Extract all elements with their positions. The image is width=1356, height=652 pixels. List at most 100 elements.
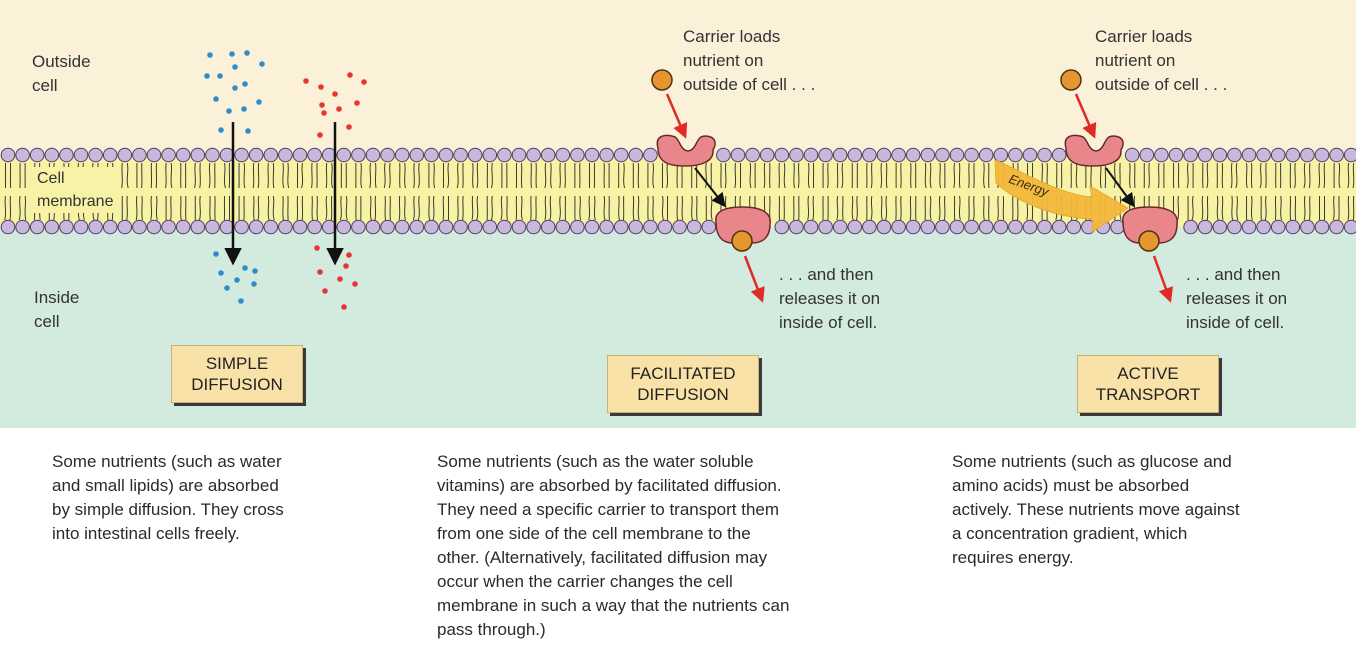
lipid-tail (506, 195, 508, 221)
lipid-tail (836, 195, 839, 221)
lipid-tail (1075, 162, 1078, 189)
inside-cell-label: Inside cell (34, 288, 80, 331)
lipid-tail (199, 162, 201, 189)
facilitated-diffusion-caption: Some nutrients (such as the water solubl… (437, 452, 790, 639)
lipid-tail (223, 162, 226, 189)
blue-molecule (217, 73, 223, 79)
lipid-tail (1221, 195, 1224, 221)
carrier-move-arrow (1105, 167, 1135, 208)
phospholipid-head (1183, 147, 1198, 163)
phospholipid-head (964, 147, 979, 163)
lipid-tail (827, 162, 829, 189)
lipid-tail (369, 195, 372, 221)
lipid-tail (559, 162, 561, 189)
phospholipid-head (745, 147, 760, 163)
lipid-tail (383, 162, 386, 189)
blue-molecule (241, 106, 247, 112)
phospholipid-head (409, 147, 425, 163)
blue-molecules (204, 50, 265, 304)
lipid-tail (724, 162, 727, 189)
lipid-tail (121, 162, 123, 189)
lipid-tail (938, 195, 941, 221)
lipid-tail (1338, 162, 1341, 189)
phospholipid-head (1168, 147, 1184, 163)
lipid-tail (1186, 162, 1189, 189)
lipid-tail (374, 162, 377, 189)
lipid-tail (457, 195, 459, 221)
lipid-tail (1177, 195, 1180, 221)
phospholipid-head (1008, 219, 1023, 235)
lipid-tail (1303, 195, 1306, 221)
phospholipid-head (102, 147, 118, 163)
lipid-tail (812, 195, 815, 221)
lipid-tail (442, 195, 445, 221)
lipid-tail (345, 195, 348, 221)
load-arrow (665, 93, 688, 139)
simple-diffusion-caption: Some nutrients (such as water and small … (52, 452, 284, 543)
phospholipid-head (540, 147, 556, 163)
lipid-tail (623, 162, 626, 189)
lipid-tail (691, 195, 693, 221)
phospholipid-head (701, 219, 717, 235)
lipid-tail (325, 195, 328, 221)
blue-molecule (242, 81, 248, 87)
blue-molecule (229, 51, 235, 57)
phospholipid-head (497, 147, 512, 163)
lipid-tail (851, 195, 854, 221)
phospholipid-head (351, 219, 366, 235)
lipid-tail (272, 162, 275, 189)
lipid-tail (1245, 162, 1248, 189)
lipid-tail (404, 195, 406, 221)
lipid-tail (1323, 162, 1326, 189)
lipid-tail (447, 162, 450, 189)
active-load-text: Carrier loads nutrient on outside of cel… (1095, 27, 1228, 94)
lipid-tail (369, 162, 372, 189)
phospholipid-head (1329, 147, 1344, 163)
phospholipid-head (657, 219, 673, 235)
phospholipid-head (993, 147, 1009, 163)
phospholipid-head (1314, 219, 1330, 235)
lipid-tail (490, 162, 493, 189)
lipid-tail (267, 195, 270, 221)
phospholipid-head (1227, 219, 1242, 235)
phospholipid-head (920, 219, 936, 235)
lipid-tail (1129, 162, 1131, 189)
lipid-tail (1352, 162, 1355, 189)
lipid-tail (267, 162, 269, 189)
phospholipid-head (643, 147, 658, 163)
lipid-tail (807, 195, 810, 221)
phospholipid-head (832, 147, 848, 163)
blue-molecule (213, 251, 219, 257)
lipid-tail (929, 195, 932, 221)
phospholipid-head (0, 147, 16, 163)
lipid-tail (282, 162, 285, 189)
lipid-tail (208, 162, 211, 189)
phospholipid-head (44, 147, 60, 163)
active-transport-graphic: Energy (994, 69, 1178, 303)
phospholipid-head (88, 147, 103, 163)
phospholipid-head (891, 219, 906, 235)
lipid-tail (1294, 162, 1296, 189)
red-molecule (347, 72, 353, 78)
lipid-tail (476, 162, 479, 189)
phospholipid-head (613, 219, 629, 235)
phospholipid-head (73, 219, 89, 235)
phospholipid-head (1051, 219, 1067, 235)
lipid-tail (1250, 162, 1253, 189)
lipid-tail (579, 195, 582, 221)
phospholipid-head (102, 219, 118, 235)
lipid-tail (126, 162, 129, 189)
phospholipid-head (935, 147, 950, 163)
phospholipid-head (1343, 219, 1356, 235)
blue-molecule (252, 268, 258, 274)
phospholipid-head (555, 147, 571, 163)
phospholipid-head (161, 219, 176, 235)
phospholipid-head (1139, 147, 1155, 163)
lipid-tail (432, 195, 435, 221)
red-molecule (317, 269, 323, 275)
phospholipid-head (803, 219, 819, 235)
blue-molecule (238, 298, 244, 304)
lipid-tail (939, 162, 941, 189)
phospholipid-head (117, 219, 133, 235)
lipid-tail (413, 162, 415, 189)
